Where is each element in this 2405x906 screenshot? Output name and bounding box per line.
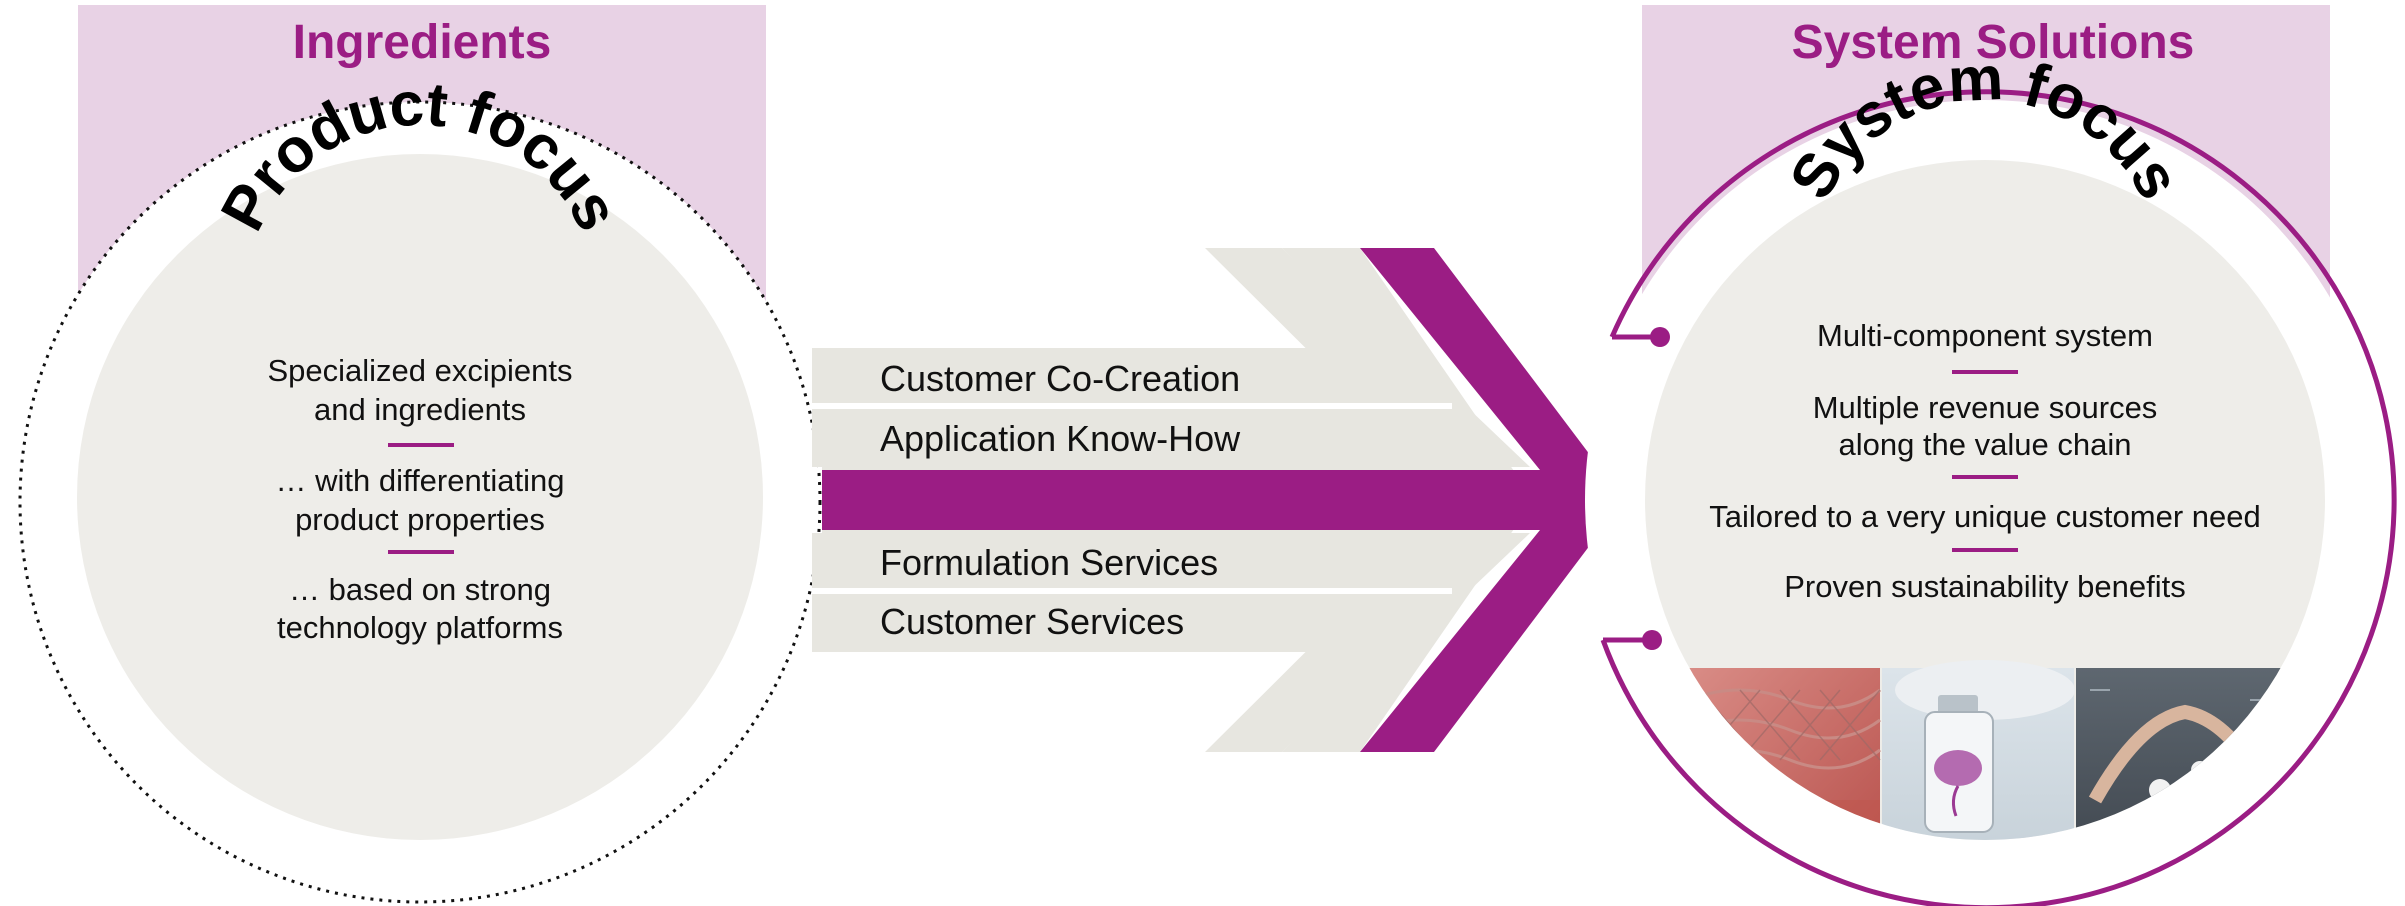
arrow-item-formulation-services: Formulation Services [880,542,1218,583]
right-item-4-line-1: Proven sustainability benefits [1784,569,2186,604]
divider [388,550,454,554]
arrow-item-customer-services: Customer Services [880,601,1184,642]
divider [1952,370,2018,374]
right-item-2-line-1: Multiple revenue sources [1813,390,2158,425]
vial-brain-photo [1882,660,2075,840]
cycle-arc [1600,89,2397,906]
left-item-1-line-2: and ingredients [314,392,526,427]
band-separator [812,403,1452,409]
left-item-2-line-1: … with differentiating [276,463,565,498]
band-separator [812,588,1452,594]
left-item-1-line-1: Specialized excipients [267,353,572,388]
product-focus-circle [77,154,763,840]
arrow-item-application-know-how: Application Know-How [880,418,1241,459]
divider [388,443,454,447]
main-arrow [822,248,1624,752]
left-item-3-line-2: technology platforms [277,610,563,645]
right-item-1-line-1: Multi-component system [1817,318,2153,353]
right-item-2-line-2: along the value chain [1838,427,2131,462]
divider [1952,548,2018,552]
right-item-3-line-1: Tailored to a very unique customer need [1709,499,2260,534]
system-solutions-header: System Solutions [1792,16,2195,69]
cycle-arc-dot [1642,630,1662,650]
left-item-2-line-2: product properties [295,502,545,537]
divider [1952,475,2018,479]
arrow-item-customer-co-creation: Customer Co-Creation [880,358,1240,399]
left-item-3-line-1: … based on strong [289,572,551,607]
cycle-arc-dot [1650,327,1670,347]
ingredients-header: Ingredients [293,16,552,69]
